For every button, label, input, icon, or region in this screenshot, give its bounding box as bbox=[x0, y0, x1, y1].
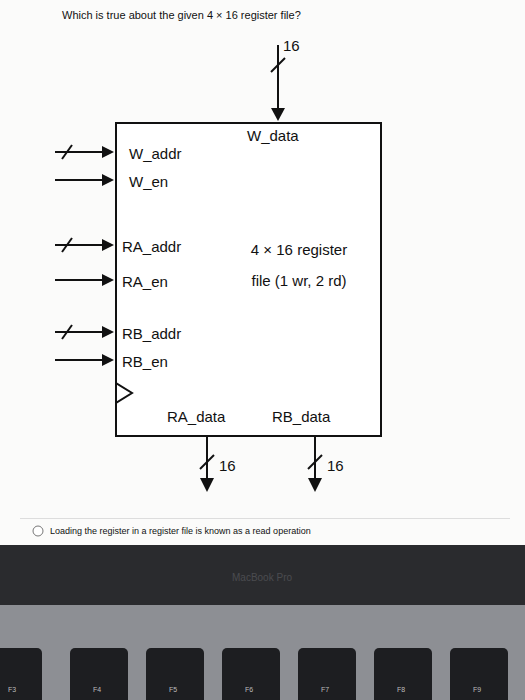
block-title: 4 × 16 register file (1 wr, 2 rd) bbox=[247, 234, 351, 296]
screen bbox=[0, 0, 525, 545]
port-name: RA_en bbox=[122, 273, 168, 290]
key-label: F4 bbox=[93, 686, 101, 693]
answer-option: Loading the register in a register file … bbox=[50, 526, 311, 536]
laptop-brand: MacBook Pro bbox=[232, 572, 292, 583]
bus-width: 16 bbox=[219, 457, 236, 474]
keys bbox=[0, 648, 508, 700]
divider bbox=[20, 518, 510, 519]
port-name: RB_addr bbox=[122, 325, 181, 342]
key-label: F3 bbox=[8, 686, 16, 693]
radio-button bbox=[33, 526, 43, 536]
port-name: W_en bbox=[129, 173, 168, 190]
bus-width: 16 bbox=[327, 457, 344, 474]
register-file-box: W_dataW_addrW_enRA_addrRA_en 4 × 16 regis… bbox=[115, 122, 382, 437]
bus-width: 16 bbox=[283, 37, 300, 54]
key-label: F8 bbox=[397, 686, 405, 693]
port-name: RB_data bbox=[272, 408, 330, 425]
clock-symbol bbox=[116, 381, 136, 405]
key-label: F7 bbox=[321, 686, 329, 693]
port-name: RA_addr bbox=[122, 238, 181, 255]
port-name: W_addr bbox=[129, 145, 182, 162]
port-name: RA_data bbox=[167, 408, 225, 425]
port-name: W_data bbox=[247, 127, 299, 144]
question-title: Which is true about the given 4 × 16 reg… bbox=[62, 9, 301, 21]
key-label: F5 bbox=[169, 686, 177, 693]
bezel bbox=[0, 545, 525, 605]
key-label: F6 bbox=[245, 686, 253, 693]
port-name: RB_en bbox=[122, 353, 168, 370]
key-label: F9 bbox=[473, 686, 481, 693]
